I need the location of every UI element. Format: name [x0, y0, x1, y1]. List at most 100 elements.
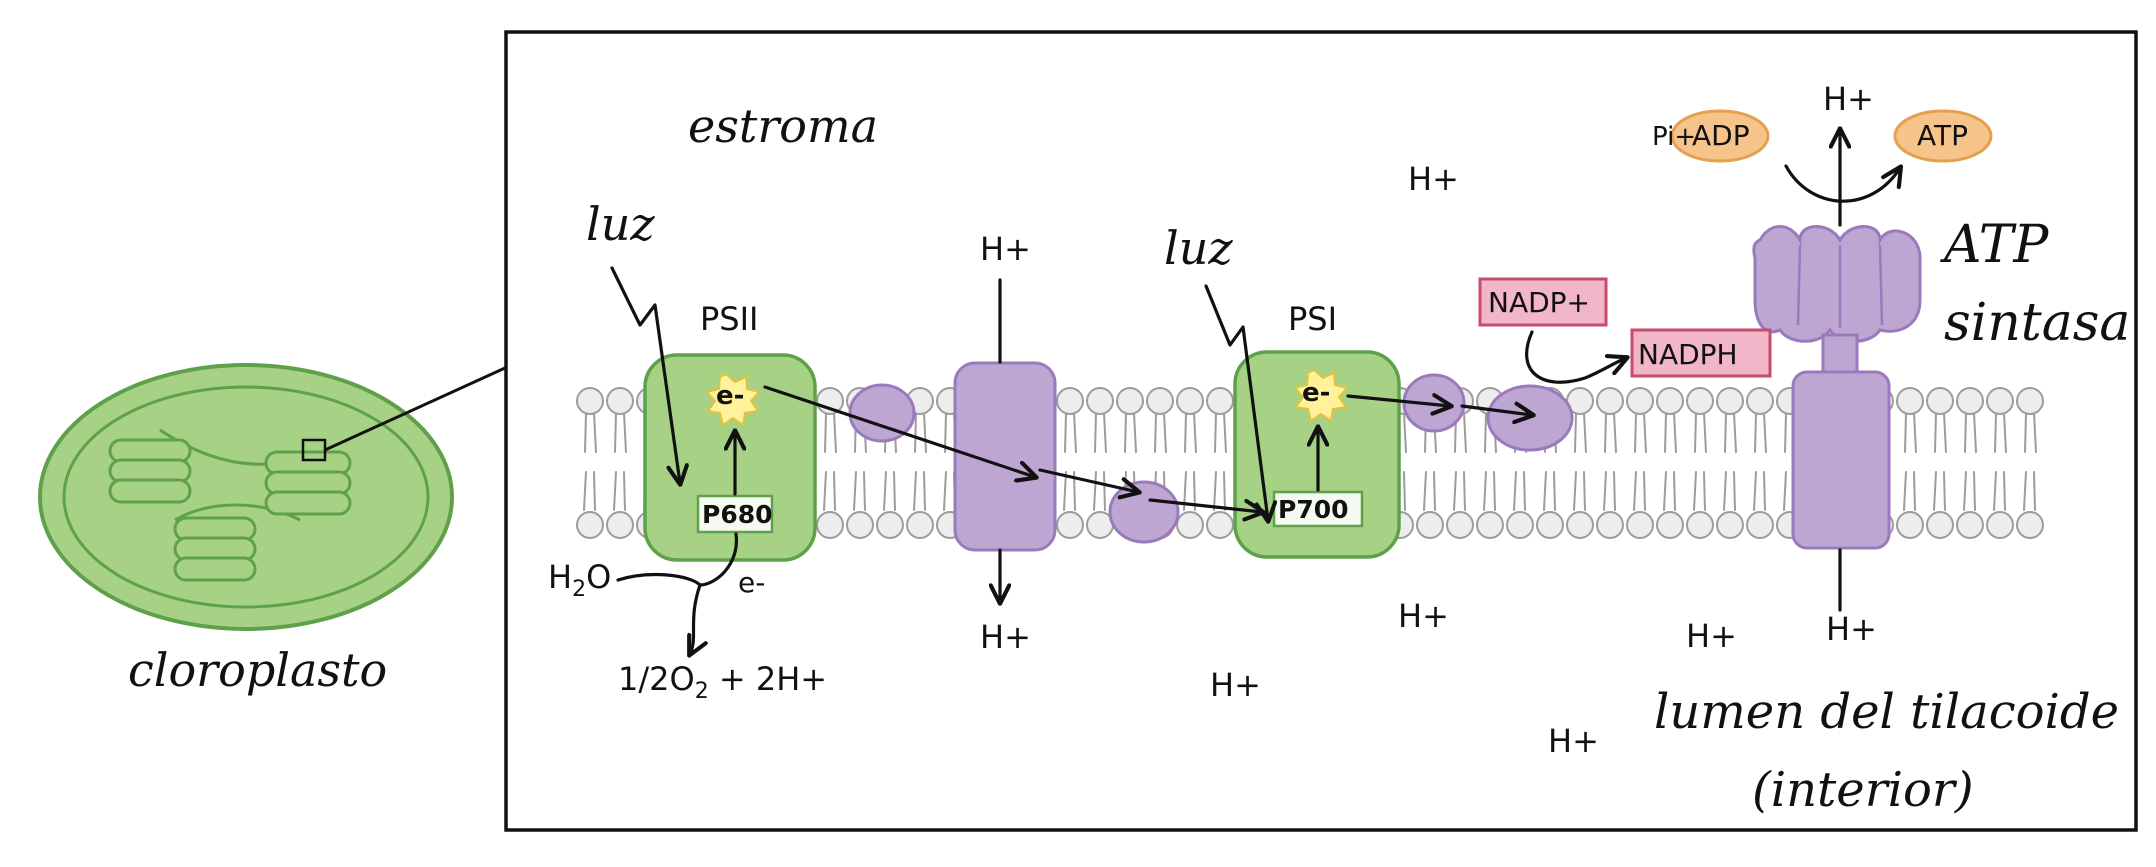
- lipid-head: [576, 387, 604, 415]
- lipid-tail: [1933, 471, 1946, 511]
- lipid-tail: [1213, 471, 1226, 511]
- cytochrome-complex: [953, 278, 1057, 602]
- lipid-head: [2016, 511, 2044, 539]
- lipid-tail: [1664, 412, 1677, 453]
- lipid-head: [1146, 387, 1174, 415]
- lipid-head: [1716, 387, 1744, 415]
- lipid-head: [606, 387, 634, 415]
- cyt-h-bottom: H+: [980, 618, 1031, 656]
- water-subscript: 2: [572, 577, 586, 602]
- et-arrow-cyt-to-pc: [1038, 468, 1138, 492]
- lipid-head: [1746, 387, 1774, 415]
- light-lightning-2: [1204, 284, 1268, 520]
- lipid-tail: [1064, 412, 1077, 453]
- lipid-head: [1506, 511, 1534, 539]
- lumen-label-line2: (interior): [1752, 762, 1974, 818]
- lipid-head: [1896, 387, 1924, 415]
- lipid-tail: [823, 471, 836, 511]
- lipid-head: [1956, 511, 1984, 539]
- lipid-head: [1926, 511, 1954, 539]
- lumen-h-1: H+: [1398, 597, 1449, 635]
- lipid-tail: [1423, 471, 1436, 511]
- lipid-head: [1176, 511, 1204, 539]
- lipid-tail: [913, 471, 926, 511]
- lipid-tail: [1124, 412, 1137, 453]
- light-label-1: luz: [586, 197, 655, 251]
- lipid-tail: [914, 412, 927, 453]
- p700-box: [1272, 490, 1364, 528]
- lipid-tail: [1603, 471, 1616, 511]
- lipid-head: [1956, 387, 1984, 415]
- lipid-head: [2016, 387, 2044, 415]
- lipid-head: [1596, 387, 1624, 415]
- lipid-tail: [883, 471, 896, 511]
- synthase-h-bottom: H+: [1826, 610, 1877, 648]
- grana-stacks: [108, 428, 352, 582]
- cytochrome-b6f: [953, 361, 1057, 552]
- lipid-head: [1926, 387, 1954, 415]
- psii-electron-label: e-: [716, 381, 744, 411]
- chloroplast-inner-membrane: [62, 385, 430, 609]
- lipid-tail: [1663, 471, 1676, 511]
- lipid-head: [846, 511, 874, 539]
- et-arrow-pc-to-p700: [1148, 498, 1262, 512]
- lipid-head: [1896, 511, 1924, 539]
- lipid-tail: [1214, 412, 1227, 453]
- lipid-tail: [1694, 412, 1707, 453]
- atp-synthase-stalk: [1821, 333, 1859, 377]
- lipid-tail: [1184, 412, 1197, 453]
- lumen-label-line1: lumen del tilacoide: [1654, 684, 2119, 740]
- detail-frame: [504, 30, 2138, 832]
- lipid-head: [1116, 387, 1144, 415]
- cyt-h-top: H+: [980, 230, 1031, 268]
- lipid-head: [1086, 387, 1114, 415]
- zoom-connector-line: [324, 366, 506, 452]
- lipid-tail: [1723, 471, 1736, 511]
- light-label-2: luz: [1164, 221, 1233, 275]
- starburst-icon: [1293, 368, 1349, 423]
- plastocyanin: [1108, 480, 1180, 544]
- lipid-head: [1536, 511, 1564, 539]
- chloroplast-outer-membrane: [38, 363, 454, 631]
- lipid-head: [1566, 511, 1594, 539]
- lipid-head: [1686, 387, 1714, 415]
- oxygen-label: 1/2O2 + 2H+: [618, 660, 827, 704]
- pi-label: Pi+: [1652, 122, 1696, 152]
- lipid-tail: [1513, 471, 1526, 511]
- lipid-tail: [614, 412, 627, 453]
- lightning-bolt-icon: [610, 266, 680, 483]
- lipid-head: [1476, 511, 1504, 539]
- lipid-tail: [853, 471, 866, 511]
- nadp-plus-label: NADP+: [1488, 286, 1590, 319]
- lipid-tail: [1453, 471, 1466, 511]
- lipid-tail: [583, 471, 596, 511]
- lipid-tail: [1483, 471, 1496, 511]
- lipid-head: [816, 511, 844, 539]
- chloroplast-illustration: [38, 363, 506, 631]
- psii-label: PSII: [700, 300, 758, 338]
- lipid-head: [906, 511, 934, 539]
- water-input-curve: [616, 572, 702, 587]
- p680-box: [696, 494, 774, 534]
- atp-oval: [1893, 109, 1993, 163]
- pq-carrier-1: [848, 383, 916, 443]
- et-arrow-psi-to-fd: [1346, 396, 1450, 406]
- lipid-tail: [1754, 412, 1767, 453]
- water-splitting: [616, 532, 738, 654]
- adp-label: ADP: [1692, 119, 1750, 152]
- lipid-tail: [1994, 412, 2007, 453]
- lipid-head: [1056, 511, 1084, 539]
- adp-to-atp-arrow: [1784, 166, 1900, 203]
- electron-transport-arrows: [763, 385, 1532, 512]
- lipid-head: [1446, 511, 1474, 539]
- et-arrow-fd-to-fnr: [1460, 406, 1532, 415]
- atp-synthase-head: [1752, 225, 1922, 343]
- lumen-h-3: H+: [1686, 617, 1737, 655]
- lipid-head: [1716, 511, 1744, 539]
- oxygen-subscript: 2: [695, 679, 709, 704]
- photosystem-ii: e- P680: [643, 353, 817, 562]
- lipid-tail: [1604, 412, 1617, 453]
- lightning-bolt-icon: [1204, 284, 1268, 520]
